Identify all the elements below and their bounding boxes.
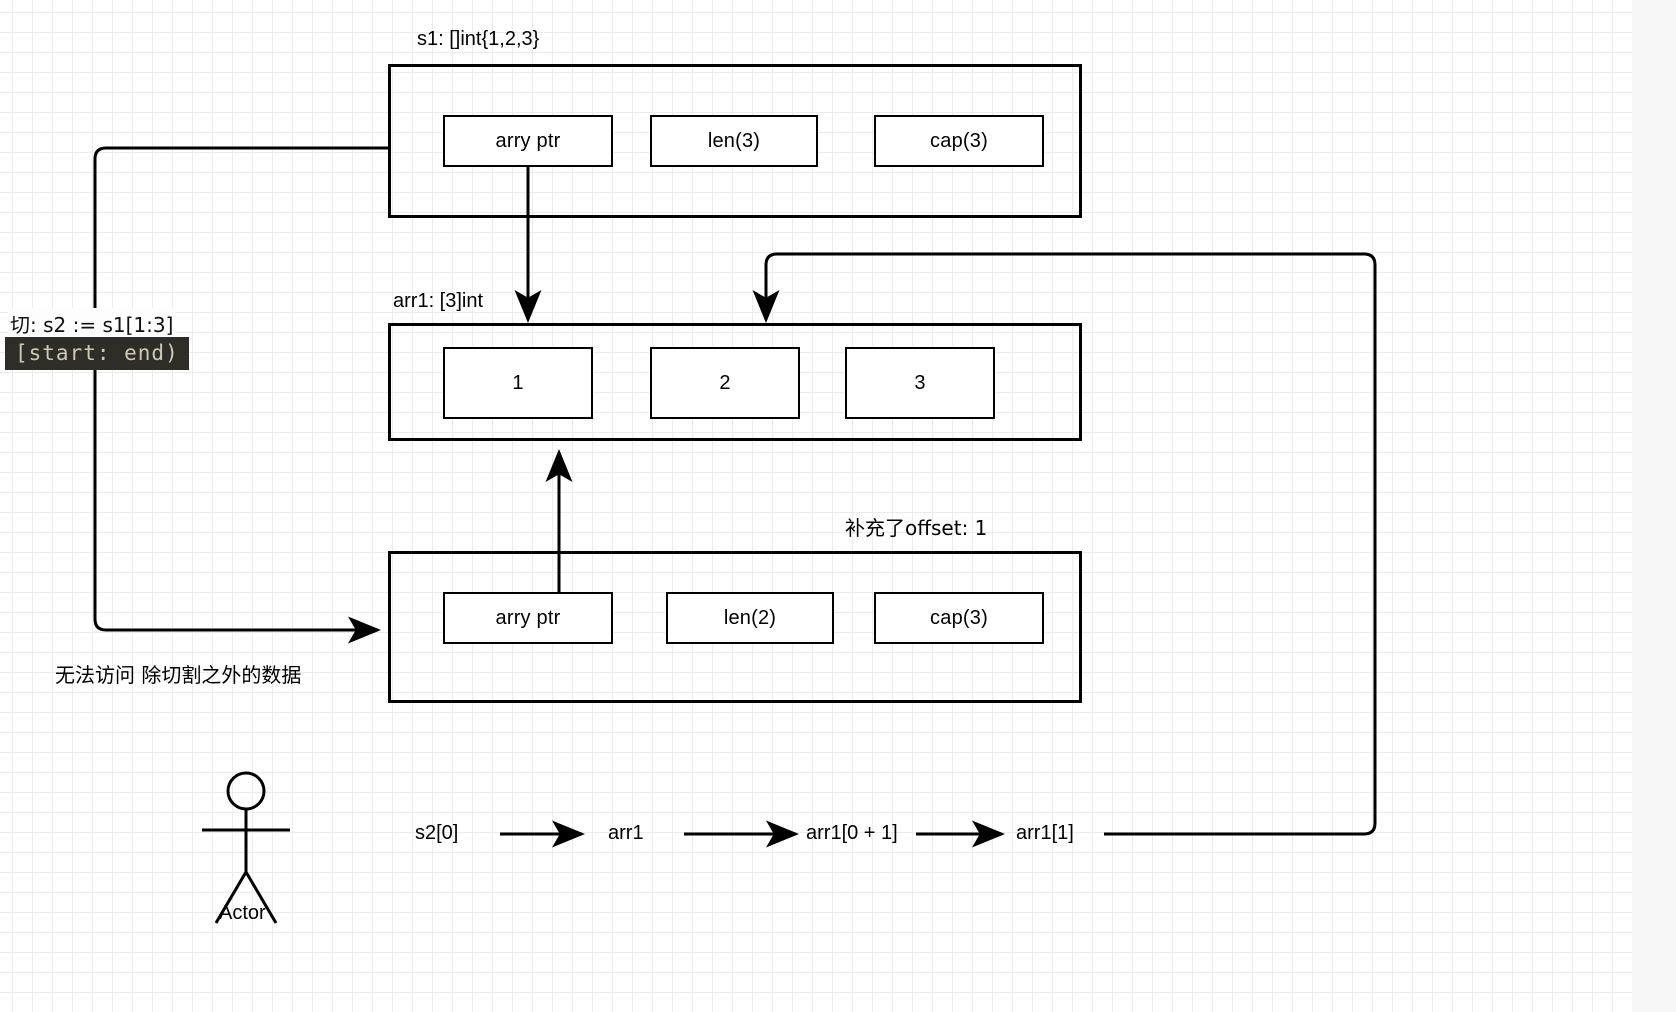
actor-label: Actor (219, 902, 266, 924)
code-chip-slice-range: [start: end) (5, 337, 189, 370)
flow-item-arr1: arr1 (608, 822, 644, 844)
flow-item-arr1-index-1: arr1[1] (1016, 822, 1074, 844)
cell-s1-len[interactable]: len(3) (650, 115, 818, 167)
label-arr1-title: arr1: [3]int (393, 290, 484, 312)
cell-s1-array-ptr[interactable]: arry ptr (443, 115, 613, 167)
cell-s1-cap[interactable]: cap(3) (874, 115, 1044, 167)
cell-arr1-index-2[interactable]: 3 (845, 347, 995, 419)
cell-arr1-index-1[interactable]: 2 (650, 347, 800, 419)
cell-s2-len[interactable]: len(2) (666, 592, 834, 644)
box-arr1-array[interactable] (388, 323, 1082, 441)
cell-s1-cap-label: cap(3) (930, 129, 988, 152)
cell-s2-array-ptr-label: arry ptr (495, 606, 561, 629)
canvas-right-margin (1632, 0, 1676, 1012)
label-offset-note: 补充了offset: 1 (845, 516, 988, 540)
box-s2-slice-header[interactable] (388, 551, 1082, 703)
cell-arr1-index-1-value: 2 (719, 371, 731, 394)
cell-s2-cap[interactable]: cap(3) (874, 592, 1044, 644)
box-s1-slice-header[interactable] (388, 64, 1082, 218)
cell-arr1-index-2-value: 3 (914, 371, 926, 394)
cell-s2-array-ptr[interactable]: arry ptr (443, 592, 613, 644)
note-slice-expression: 切: s2 := s1[1:3] (8, 308, 176, 339)
cell-s1-len-label: len(3) (707, 129, 761, 152)
label-s1-title: s1: []int{1,2,3} (417, 28, 540, 50)
flow-item-s2-index-0: s2[0] (415, 822, 459, 844)
cell-s2-cap-label: cap(3) (930, 606, 988, 629)
cell-arr1-index-0-value: 1 (512, 371, 524, 394)
cell-s1-array-ptr-label: arry ptr (495, 129, 561, 152)
flow-item-arr1-offset-expr: arr1[0 + 1] (806, 822, 898, 844)
cell-s2-len-label: len(2) (723, 606, 777, 629)
label-no-access-note: 无法访问 除切割之外的数据 (55, 663, 302, 687)
cell-arr1-index-0[interactable]: 1 (443, 347, 593, 419)
